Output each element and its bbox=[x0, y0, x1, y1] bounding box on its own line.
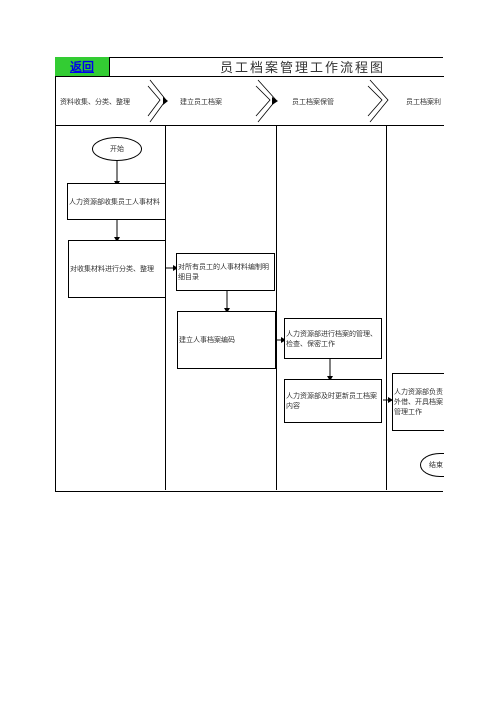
process-classify-text: 对收集材料进行分类、整理 bbox=[70, 265, 154, 273]
chevron-2-tip bbox=[272, 97, 278, 105]
chevron-1-tip bbox=[163, 97, 168, 105]
title-row bbox=[55, 57, 496, 77]
chevron-1-inner bbox=[147, 85, 161, 117]
flowchart-frame bbox=[55, 57, 443, 492]
right-crop-mask bbox=[444, 57, 496, 497]
process-classify: 对收集材料进行分类、整理 bbox=[68, 240, 166, 298]
process-code: 建立人事档案编码 bbox=[177, 311, 276, 369]
arrow-catalog-code bbox=[224, 308, 230, 313]
start-node: 开始 bbox=[92, 137, 142, 161]
process-manage: 人力资源部进行档案的管理、检查、保密工作 bbox=[284, 318, 382, 359]
page-title: 员工档案管理工作流程图 bbox=[219, 61, 385, 76]
phase-header-band bbox=[55, 77, 496, 126]
arrow-code-manage bbox=[281, 337, 286, 343]
process-update-text: 人力资源部及时更新员工档案内容 bbox=[286, 392, 377, 410]
process-collect: 人力资源部收集员工人事材料 bbox=[67, 183, 166, 220]
process-lend: 人力资源部负责外借、开具档案管理工作 bbox=[392, 373, 444, 431]
chevron-3-outer bbox=[369, 79, 389, 123]
lane-divider-3 bbox=[386, 125, 387, 490]
chevron-3-inner bbox=[367, 85, 383, 117]
phase-label-use: 员工档案利 bbox=[406, 98, 441, 106]
phase-label-store: 员工档案保管 bbox=[292, 98, 334, 106]
lane-divider-1 bbox=[165, 125, 166, 490]
lane-divider-2 bbox=[276, 125, 277, 490]
phase-label-collect: 资料收集、分类、整理 bbox=[60, 98, 130, 106]
process-collect-text: 人力资源部收集员工人事材料 bbox=[69, 197, 160, 206]
arrow-manage-update bbox=[327, 376, 333, 381]
back-link[interactable]: 返回 bbox=[69, 60, 94, 74]
process-catalog: 对所有员工的人事材料编制明细目录 bbox=[176, 253, 275, 291]
process-catalog-text: 对所有员工的人事材料编制明细目录 bbox=[178, 263, 269, 281]
process-lend-text: 人力资源部负责外借、开具档案管理工作 bbox=[394, 388, 443, 416]
back-cell: 返回 bbox=[55, 57, 110, 76]
process-update: 人力资源部及时更新员工档案内容 bbox=[284, 379, 382, 423]
phase-label-build: 建立员工档案 bbox=[180, 98, 222, 106]
arrow-update-lend bbox=[388, 397, 393, 403]
process-manage-text: 人力资源部进行档案的管理、检查、保密工作 bbox=[286, 329, 377, 348]
process-code-text: 建立人事档案编码 bbox=[179, 336, 235, 344]
arrow-collect-classify bbox=[114, 237, 120, 242]
arrow-classify-catalog bbox=[173, 265, 178, 271]
chevron-2-inner bbox=[255, 85, 271, 117]
